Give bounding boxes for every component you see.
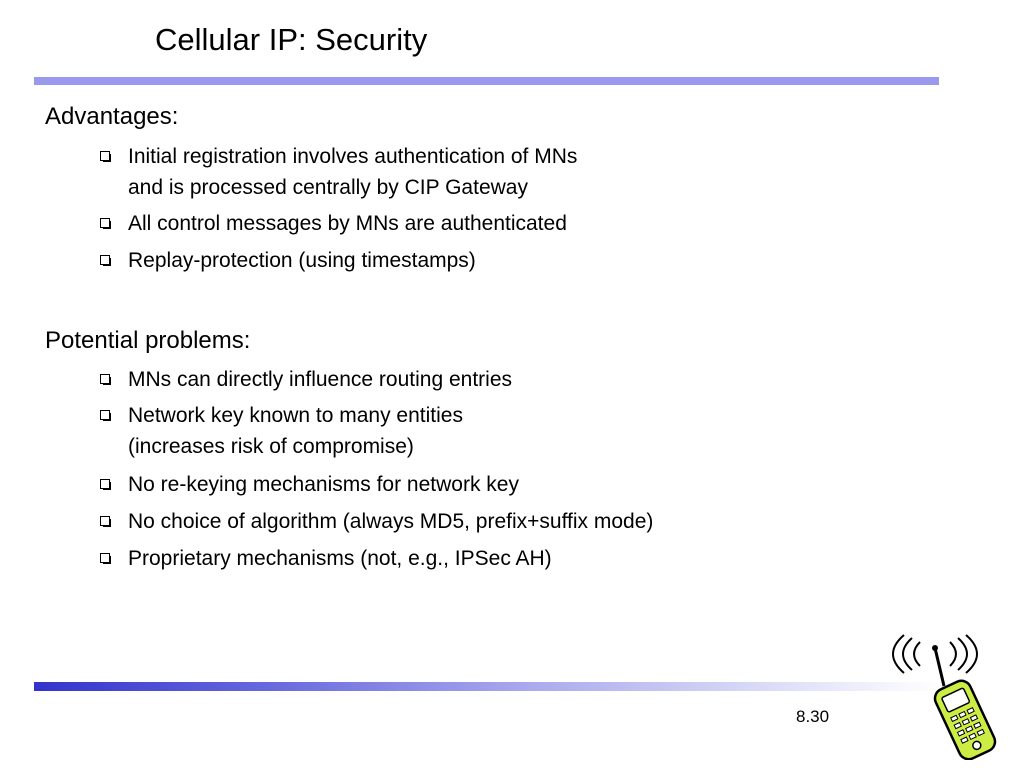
footer-divider	[34, 682, 939, 691]
bullet-text-continued: (increases risk of compromise)	[128, 435, 414, 458]
cell-phone-clipart-icon	[892, 634, 997, 760]
bullet-text: Proprietary mechanisms (not, e.g., IPSec…	[128, 547, 552, 570]
square-bullet-icon	[100, 218, 111, 229]
bullet-text: Initial registration involves authentica…	[128, 145, 578, 168]
bullet-text: MNs can directly influence routing entri…	[128, 368, 513, 391]
problems-heading: Potential problems:	[45, 327, 251, 354]
bullet-text: Replay-protection (using timestamps)	[128, 249, 476, 272]
square-bullet-icon	[100, 374, 111, 385]
square-bullet-icon	[100, 255, 111, 266]
page-number: 8.30	[796, 707, 830, 726]
square-bullet-icon	[100, 410, 111, 421]
square-bullet-icon	[100, 516, 111, 527]
slide-title: Cellular IP: Security	[155, 22, 428, 57]
bullet-text-continued: and is processed centrally by CIP Gatewa…	[128, 176, 528, 199]
bullet-text: No choice of algorithm (always MD5, pref…	[128, 510, 654, 533]
bullet-text: All control messages by MNs are authenti…	[128, 212, 567, 235]
title-divider	[34, 77, 939, 85]
bullet-text: No re-keying mechanisms for network key	[128, 473, 519, 496]
square-bullet-icon	[100, 151, 111, 162]
square-bullet-icon	[100, 553, 111, 564]
square-bullet-icon	[100, 479, 111, 490]
bullet-text: Network key known to many entities	[128, 404, 463, 427]
advantages-heading: Advantages:	[45, 103, 179, 130]
